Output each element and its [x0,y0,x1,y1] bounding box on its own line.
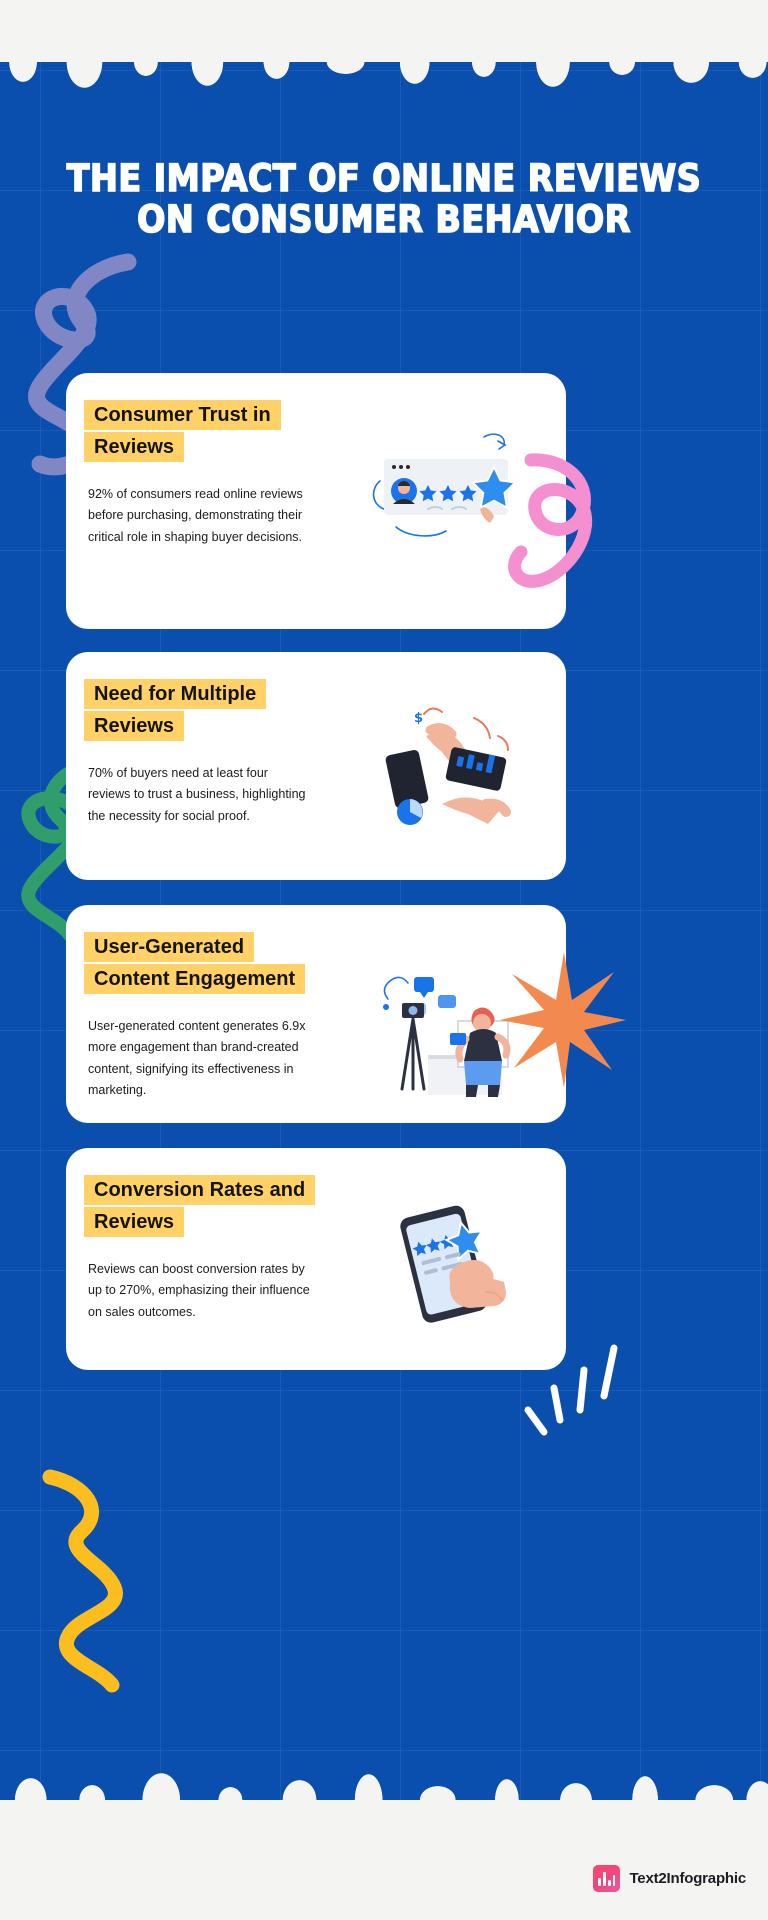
title-line-1: The Impact of Online Reviews [66,157,702,200]
card-conversion-rates[interactable]: Conversion Rates and Reviews Reviews can… [66,1148,566,1370]
card-body-text: 92% of consumers read online reviews bef… [88,486,303,544]
card-heading-wrap: Conversion Rates and Reviews [84,1174,324,1239]
title-line-2: on Consumer Behavior [136,198,631,242]
content-creator-camera-illustration [383,976,511,1097]
card-body-text: User-generated content generates 6.9x mo… [88,1018,306,1098]
card-body-text: 70% of buyers need at least four reviews… [88,765,306,823]
card-ugc-engagement[interactable]: User-Generated Content Engagement User-g… [66,905,566,1123]
review-card-stars-illustration [372,433,518,537]
white-burst-lines-doodle [524,1344,618,1436]
phone-rating-hand-illustration [400,1205,506,1323]
hands-phone-analytics-illustration: $ [385,707,511,825]
card-heading: Need for Multiple Reviews [84,679,267,742]
footer-brand[interactable]: Text2Infographic [593,1865,746,1892]
card-heading: Conversion Rates and Reviews [84,1175,316,1238]
pink-curl-doodle [508,453,593,588]
brand-name: Text2Infographic [629,1870,746,1887]
torn-paper-top [0,0,768,62]
card-heading-wrap: User-Generated Content Engagement [84,931,319,996]
card-consumer-trust[interactable]: Consumer Trust in Reviews 92% of consume… [66,373,566,629]
card-heading-wrap: Need for Multiple Reviews [84,678,324,743]
card-heading-wrap: Consumer Trust in Reviews [84,399,324,464]
card-body-text: Reviews can boost conversion rates by up… [88,1261,310,1319]
svg-text:$: $ [414,711,423,726]
card-multiple-reviews[interactable]: Need for Multiple Reviews 70% of buyers … [66,652,566,880]
page-title: The Impact of Online Reviews on Consumer… [0,157,768,242]
orange-starburst-doodle [500,952,626,1088]
green-spiral-doodle [21,758,101,942]
bar-chart-logo-icon [593,1865,621,1892]
card-heading: Consumer Trust in Reviews [84,400,281,463]
card-heading: User-Generated Content Engagement [84,932,306,995]
yellow-wave-doodle [42,1469,123,1693]
torn-paper-bottom [0,1800,768,1920]
